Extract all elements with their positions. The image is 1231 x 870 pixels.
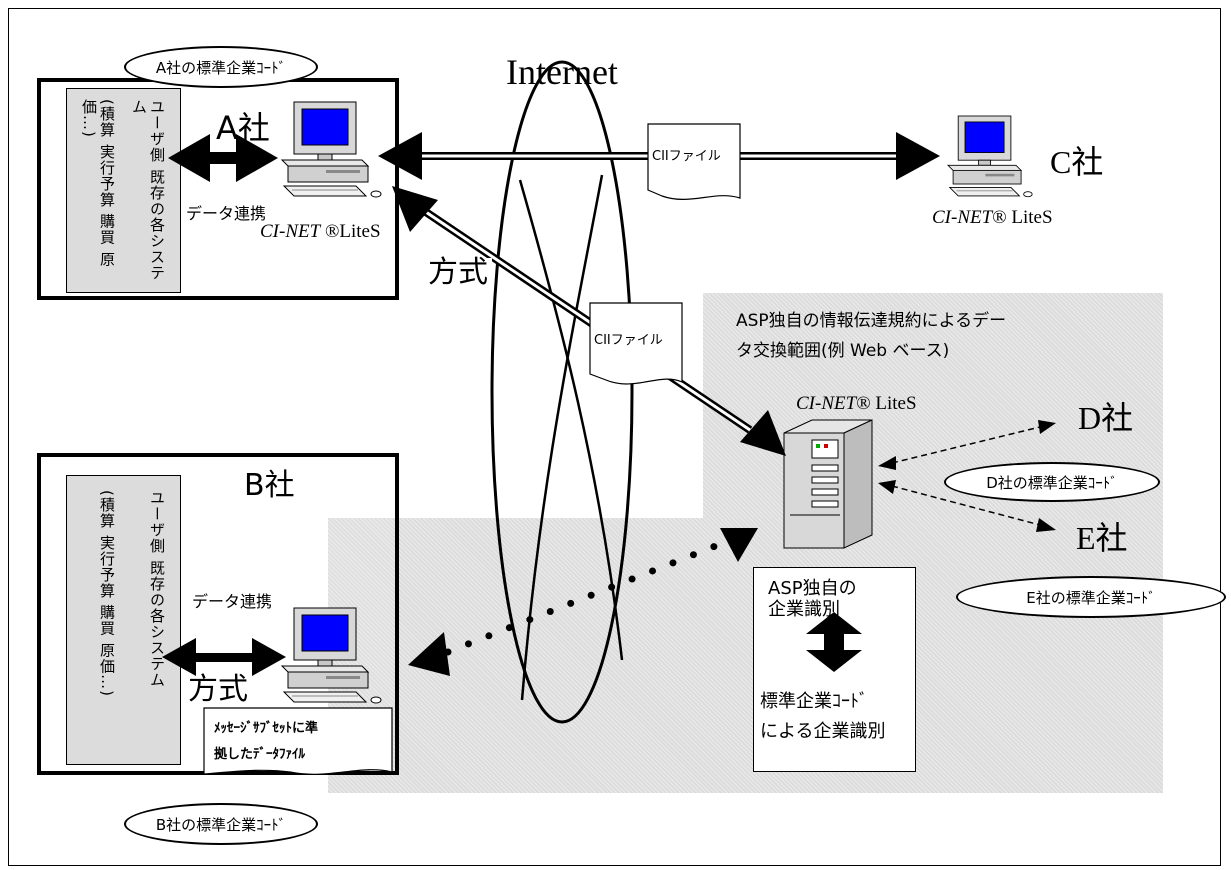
company-b-method-label: 方式 xyxy=(188,672,248,707)
company-b-data-link-arrow xyxy=(162,638,286,676)
company-e-name: E社 xyxy=(1076,520,1128,556)
internet-ellipse-outer xyxy=(490,60,634,724)
enterprise-id-line2: 企業識別 xyxy=(768,599,840,620)
company-b-systems-line2: (積算 実行予算 購買 原価…) xyxy=(98,490,116,698)
asp-server-icon xyxy=(783,419,873,549)
company-e-code-oval: E社の標準企業ｺｰﾄﾞ xyxy=(956,576,1226,618)
asp-to-e-dashed-arrow xyxy=(878,480,1056,532)
company-a-systems-line1: ユーザ側 既存の各システム xyxy=(130,99,166,281)
asp-region-lower xyxy=(328,518,1163,793)
company-c-software-label: CI-NET® LiteS xyxy=(932,208,1053,227)
enterprise-id-line4: による企業識別 xyxy=(760,721,886,742)
asp-to-d-dashed-arrow xyxy=(878,420,1056,470)
cii-file-label-2: CIIファイル xyxy=(594,333,663,348)
asp-server-software-label: CI-NET® LiteS xyxy=(796,394,917,413)
company-c-software-suffix: ® LiteS xyxy=(992,207,1053,228)
company-a-method-label: 方式 xyxy=(424,258,492,288)
a-to-asp-connection-arrow xyxy=(392,186,786,456)
company-d-name: D社 xyxy=(1078,400,1134,436)
enterprise-id-updown-arrow xyxy=(806,612,862,672)
company-a-data-link-label: データ連携 xyxy=(186,204,267,223)
company-d-code-oval: D社の標準企業ｺｰﾄﾞ xyxy=(944,462,1160,502)
company-a-software-suffix: ®LiteS xyxy=(320,221,381,242)
company-c-name: C社 xyxy=(1050,144,1104,180)
internet-cross-line-1 xyxy=(518,179,624,661)
company-b-systems-panel: ユーザ側 既存の各システム (積算 実行予算 購買 原価…) xyxy=(66,475,181,765)
enterprise-id-line3: 標準企業ｺｰﾄﾞ xyxy=(760,691,868,712)
company-b-systems-line1: ユーザ側 既存の各システム xyxy=(148,490,166,688)
company-c-computer-icon xyxy=(947,115,1033,198)
company-a-computer-icon xyxy=(281,101,382,198)
company-a-software-brand: CI-NET xyxy=(260,221,321,242)
asp-server-software-brand: CI-NET xyxy=(796,393,857,414)
b-to-asp-dotted-arrow xyxy=(408,528,758,676)
cii-file-label-1: CIIファイル xyxy=(652,149,721,164)
cii-file-document-2 xyxy=(589,302,683,385)
asp-server-software-suffix: ® LiteS xyxy=(856,393,917,414)
enterprise-id-line1: ASP独自の xyxy=(768,578,857,599)
company-a-systems-line2: (積算 実行予算 購買 原価…) xyxy=(80,99,116,268)
internet-label: Internet xyxy=(506,52,618,92)
company-a-data-link-arrow xyxy=(168,134,278,182)
company-a-name: A社 xyxy=(216,109,270,147)
company-b-computer-icon xyxy=(281,607,382,704)
company-a-code-oval: A社の標準企業ｺｰﾄﾞ xyxy=(124,46,318,88)
company-b-code-oval: B社の標準企業ｺｰﾄﾞ xyxy=(124,803,318,845)
company-c-software-brand: CI-NET xyxy=(932,207,993,228)
asp-region-title-line2: タ交換範囲(例 Web ベース) xyxy=(736,341,950,361)
internet-cross-line-2 xyxy=(520,174,604,701)
company-b-data-link-label: データ連携 xyxy=(192,592,273,611)
message-file-line1: ﾒｯｾｰｼﾞｻﾌﾞｾｯﾄに準 xyxy=(214,721,319,736)
outer-frame xyxy=(8,8,1221,866)
asp-region-title-line1: ASP独自の情報伝達規約によるデー xyxy=(736,311,1007,331)
company-a-systems-panel: ユーザ側 既存の各システム (積算 実行予算 購買 原価…) xyxy=(66,88,181,293)
cii-file-document-1 xyxy=(647,123,741,200)
company-a-software-label: CI-NET ®LiteS xyxy=(260,222,381,241)
company-b-name: B社 xyxy=(244,468,295,503)
message-file-line2: 拠したﾃﾞｰﾀﾌｧｲﾙ xyxy=(214,747,306,762)
message-file-document xyxy=(203,707,393,775)
